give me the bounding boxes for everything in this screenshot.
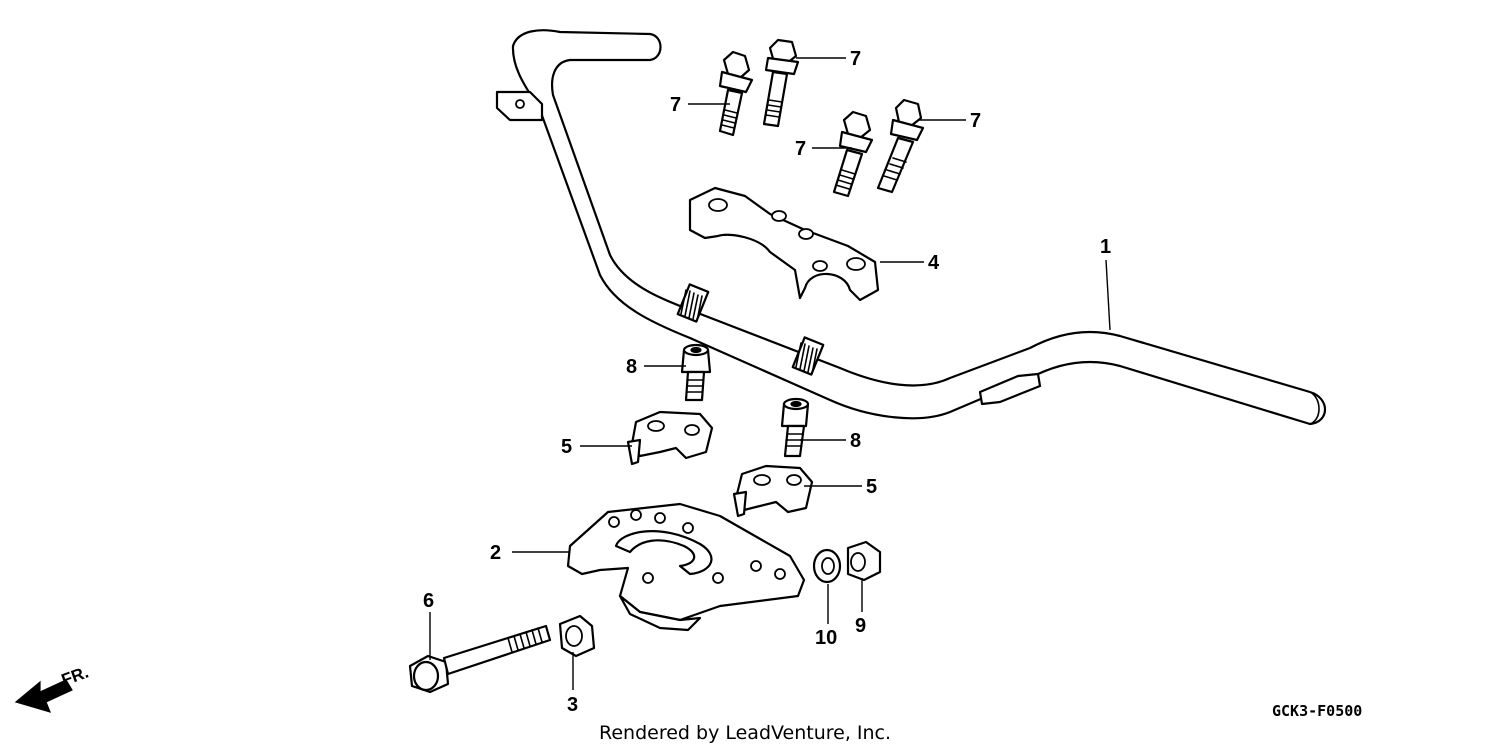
bolt-c (832, 110, 874, 198)
lower-holder-right (732, 464, 814, 518)
callout-socket-bolt-right: 8 (850, 430, 861, 452)
switch-locator (978, 372, 1042, 406)
leader-lines (429, 57, 1111, 690)
knurl-ring-left (676, 283, 710, 323)
long-bolt (408, 624, 552, 694)
callout-upper-holder: 4 (928, 252, 940, 274)
washer (812, 548, 842, 584)
bolt-b (762, 38, 800, 128)
callout-bolt-a: 7 (670, 94, 681, 116)
callout-bolt-d: 7 (970, 110, 981, 132)
bolt-a (718, 50, 754, 137)
handlebar-clamp-tab (495, 90, 544, 122)
callout-collar: 3 (567, 694, 578, 716)
collar (558, 614, 596, 658)
lower-holder-left (626, 410, 714, 466)
socket-bolt-left (680, 343, 712, 402)
drawing-code: GCK3-F0500 (1272, 702, 1362, 720)
handlebar (495, 29, 1326, 426)
knurl-ring-right (791, 336, 825, 376)
callout-long-bolt: 6 (423, 590, 434, 612)
bolt-d (876, 98, 925, 194)
callout-bolt-b: 7 (850, 48, 861, 70)
front-direction-indicator: FR. (14, 663, 91, 713)
callout-lower-holder-left: 5 (561, 436, 572, 458)
callout-handlebar: 1 (1100, 236, 1111, 258)
callout-washer: 10 (815, 627, 837, 649)
holder-plate (566, 502, 806, 632)
callouts: 1 2 3 4 5 5 6 7 7 7 7 8 8 9 10 (423, 48, 1111, 716)
callout-nut: 9 (855, 615, 866, 637)
callout-socket-bolt-left: 8 (626, 356, 637, 378)
front-label: FR. (59, 663, 91, 690)
credit-text: Rendered by LeadVenture, Inc. (599, 722, 891, 744)
nut (846, 540, 882, 582)
callout-bolt-c: 7 (795, 138, 806, 160)
upper-holder (688, 186, 880, 302)
socket-bolt-right (780, 397, 810, 458)
callout-lower-holder-right: 5 (866, 476, 877, 498)
front-arrow-icon (14, 679, 73, 713)
callout-holder-plate: 2 (490, 542, 501, 564)
